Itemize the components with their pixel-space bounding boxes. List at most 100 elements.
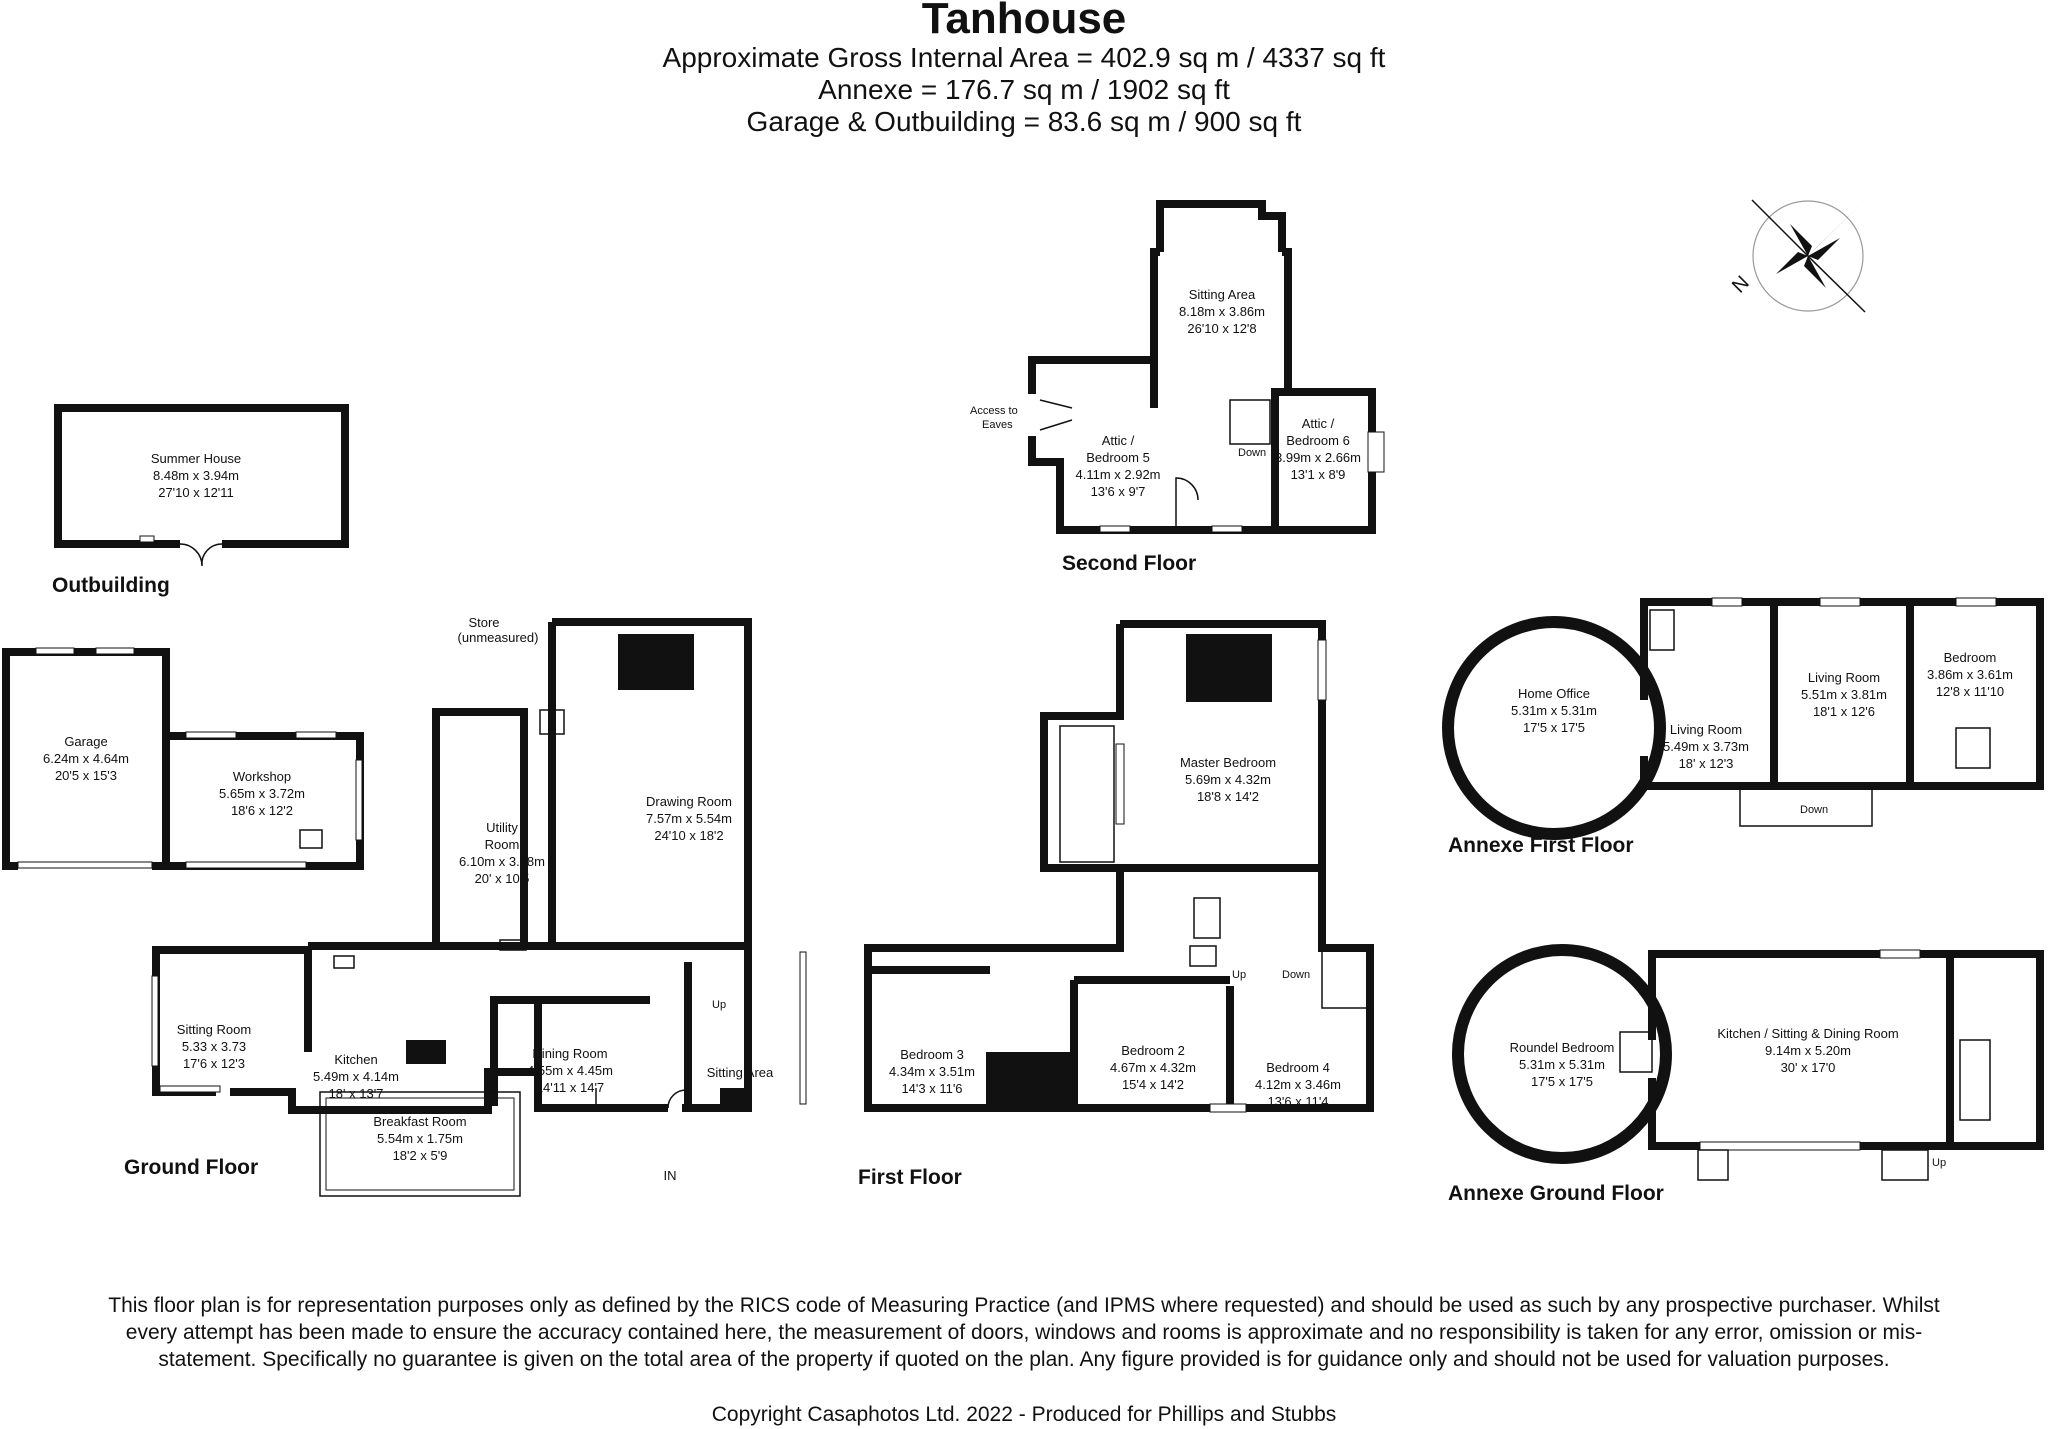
living-room-a-name: Living Room bbox=[1670, 722, 1742, 737]
living-room-a-metric: 5.49m x 3.73m bbox=[1663, 739, 1749, 754]
bedroom2-name: Bedroom 2 bbox=[1121, 1043, 1185, 1058]
annexe-bedroom-metric: 3.86m x 3.61m bbox=[1927, 667, 2013, 682]
ground-floor-plan: Drawing Room 7.57m x 5.54m 24'10 x 18'2 … bbox=[151, 615, 807, 1197]
bedroom4-metric: 4.12m x 3.46m bbox=[1255, 1077, 1341, 1092]
sitting-room-imperial: 17'6 x 12'3 bbox=[183, 1056, 245, 1071]
sitting-room-metric: 5.33 x 3.73 bbox=[182, 1039, 246, 1054]
bedroom3-name: Bedroom 3 bbox=[900, 1047, 964, 1062]
breakfast-room-imperial: 18'2 x 5'9 bbox=[393, 1148, 448, 1163]
sitting-area-2f-metric: 8.18m x 3.86m bbox=[1179, 304, 1265, 319]
entrance-label: IN bbox=[664, 1168, 677, 1183]
annexe-kitchen-metric: 9.14m x 5.20m bbox=[1765, 1043, 1851, 1058]
ground-floor-label: Ground Floor bbox=[124, 1156, 258, 1179]
access-eaves-line2: Eaves bbox=[982, 419, 1013, 431]
attic5-line1: Attic / bbox=[1102, 433, 1135, 448]
attic5-imperial: 13'6 x 9'7 bbox=[1091, 484, 1146, 499]
roundel-bedroom-name: Roundel Bedroom bbox=[1510, 1040, 1615, 1055]
annexe-ground-floor-label: Annexe Ground Floor bbox=[1448, 1182, 1664, 1205]
living-room-b-metric: 5.51m x 3.81m bbox=[1801, 687, 1887, 702]
kitchen-imperial: 18' x 13'7 bbox=[329, 1086, 384, 1101]
workshop-imperial: 18'6 x 12'2 bbox=[231, 803, 293, 818]
bedroom4-imperial: 13'6 x 11'4 bbox=[1267, 1094, 1328, 1109]
kitchen-name: Kitchen bbox=[334, 1052, 377, 1067]
attic6-imperial: 13'1 x 8'9 bbox=[1291, 467, 1346, 482]
dining-room-imperial: 14'11 x 14'7 bbox=[536, 1080, 604, 1095]
attic5-line2: Bedroom 5 bbox=[1086, 450, 1150, 465]
annexe-first-down-label: Down bbox=[1800, 804, 1828, 816]
summer-house-name: Summer House bbox=[151, 451, 241, 466]
sitting-area-2f-imperial: 26'10 x 12'8 bbox=[1187, 321, 1256, 336]
first-floor-label: First Floor bbox=[858, 1166, 962, 1189]
second-floor-label: Second Floor bbox=[1062, 552, 1196, 575]
bedroom3-metric: 4.34m x 3.51m bbox=[889, 1064, 975, 1079]
bedroom2-metric: 4.67m x 4.32m bbox=[1110, 1060, 1196, 1075]
utility-line1: Utility bbox=[486, 820, 518, 835]
annexe-first-floor-plan: Home Office 5.31m x 5.31m 17'5 x 17'5 Li… bbox=[1442, 597, 2044, 840]
living-room-a-imperial: 18' x 12'3 bbox=[1679, 756, 1734, 771]
drawing-room-imperial: 24'10 x 18'2 bbox=[654, 828, 723, 843]
summer-house-plan: Summer House 8.48m x 3.94m 27'10 x 12'11 bbox=[54, 404, 349, 567]
living-room-b-imperial: 18'1 x 12'6 bbox=[1813, 704, 1875, 719]
ground-floor-up-label: Up bbox=[712, 999, 726, 1011]
annexe-bedroom-name: Bedroom bbox=[1944, 650, 1997, 665]
utility-line2: Room bbox=[485, 837, 520, 852]
drawing-room-metric: 7.57m x 5.54m bbox=[646, 811, 732, 826]
first-floor-down-label: Down bbox=[1282, 969, 1310, 981]
master-bedroom-name: Master Bedroom bbox=[1180, 755, 1276, 770]
attic6-metric: 3.99m x 2.66m bbox=[1275, 450, 1361, 465]
first-floor-up-label: Up bbox=[1232, 969, 1246, 981]
annexe-first-floor-label: Annexe First Floor bbox=[1448, 834, 1634, 857]
breakfast-room-name: Breakfast Room bbox=[373, 1114, 466, 1129]
home-office-metric: 5.31m x 5.31m bbox=[1511, 703, 1597, 718]
garage-area-line: Garage & Outbuilding = 83.6 sq m / 900 s… bbox=[746, 106, 1302, 137]
utility-imperial: 20' x 10'5 bbox=[475, 871, 530, 886]
annexe-ground-floor-plan: Roundel Bedroom 5.31m x 5.31m 17'5 x 17'… bbox=[1452, 944, 2044, 1181]
drawing-room-name: Drawing Room bbox=[646, 794, 732, 809]
kitchen-metric: 5.49m x 4.14m bbox=[313, 1069, 399, 1084]
living-room-b-name: Living Room bbox=[1808, 670, 1880, 685]
annexe-area-line: Annexe = 176.7 sq m / 1902 sq ft bbox=[818, 74, 1230, 105]
store-line2: (unmeasured) bbox=[458, 630, 539, 645]
annexe-kitchen-name: Kitchen / Sitting & Dining Room bbox=[1717, 1026, 1898, 1041]
second-floor-down-label: Down bbox=[1238, 447, 1266, 459]
bedroom4-name: Bedroom 4 bbox=[1266, 1060, 1330, 1075]
compass-icon: N bbox=[1728, 199, 1866, 313]
attic6-line2: Bedroom 6 bbox=[1286, 433, 1350, 448]
annexe-ground-up-label: Up bbox=[1932, 1157, 1946, 1169]
annexe-bedroom-imperial: 12'8 x 11'10 bbox=[1936, 684, 2004, 699]
annexe-kitchen-imperial: 30' x 17'0 bbox=[1781, 1060, 1836, 1075]
sitting-room-name: Sitting Room bbox=[177, 1022, 251, 1037]
home-office-name: Home Office bbox=[1518, 686, 1590, 701]
garage-imperial: 20'5 x 15'3 bbox=[55, 768, 117, 783]
roundel-bedroom-metric: 5.31m x 5.31m bbox=[1519, 1057, 1605, 1072]
attic5-metric: 4.11m x 2.92m bbox=[1075, 467, 1160, 482]
roundel-bedroom-imperial: 17'5 x 17'5 bbox=[1531, 1074, 1593, 1089]
compass-north-label: N bbox=[1728, 272, 1754, 298]
home-office-imperial: 17'5 x 17'5 bbox=[1523, 720, 1585, 735]
garage-metric: 6.24m x 4.64m bbox=[43, 751, 129, 766]
bedroom3-imperial: 14'3 x 11'6 bbox=[901, 1081, 962, 1096]
bedroom2-imperial: 15'4 x 14'2 bbox=[1122, 1077, 1184, 1092]
master-bedroom-imperial: 18'8 x 14'2 bbox=[1197, 789, 1259, 804]
dining-room-name: Dining Room bbox=[532, 1046, 607, 1061]
second-floor-plan: Sitting Area 8.18m x 3.86m 26'10 x 12'8 … bbox=[970, 200, 1385, 534]
sitting-area-2f-name: Sitting Area bbox=[1189, 287, 1256, 302]
outbuilding-label: Outbuilding bbox=[52, 574, 170, 597]
first-floor-plan: Master Bedroom 5.69m x 4.32m 18'8 x 14'2… bbox=[864, 620, 1374, 1113]
garage-workshop-plan: Garage 6.24m x 4.64m 20'5 x 15'3 Worksho… bbox=[2, 647, 364, 870]
master-bedroom-metric: 5.69m x 4.32m bbox=[1185, 772, 1271, 787]
garage-name: Garage bbox=[64, 734, 107, 749]
gross-area-line: Approximate Gross Internal Area = 402.9 … bbox=[662, 42, 1386, 73]
workshop-name: Workshop bbox=[233, 769, 291, 784]
page-title: Tanhouse bbox=[921, 0, 1127, 43]
sitting-area-gf-name: Sitting Area bbox=[707, 1065, 774, 1080]
workshop-metric: 5.65m x 3.72m bbox=[219, 786, 305, 801]
attic6-line1: Attic / bbox=[1302, 416, 1335, 431]
breakfast-room-metric: 5.54m x 1.75m bbox=[377, 1131, 463, 1146]
summer-house-metric: 8.48m x 3.94m bbox=[153, 468, 239, 483]
summer-house-imperial: 27'10 x 12'11 bbox=[158, 485, 234, 500]
disclaimer-text: This floor plan is for representation pu… bbox=[108, 1294, 1940, 1371]
copyright-text: Copyright Casaphotos Ltd. 2022 - Produce… bbox=[711, 1403, 1337, 1426]
utility-metric: 6.10m x 3.18m bbox=[459, 854, 545, 869]
